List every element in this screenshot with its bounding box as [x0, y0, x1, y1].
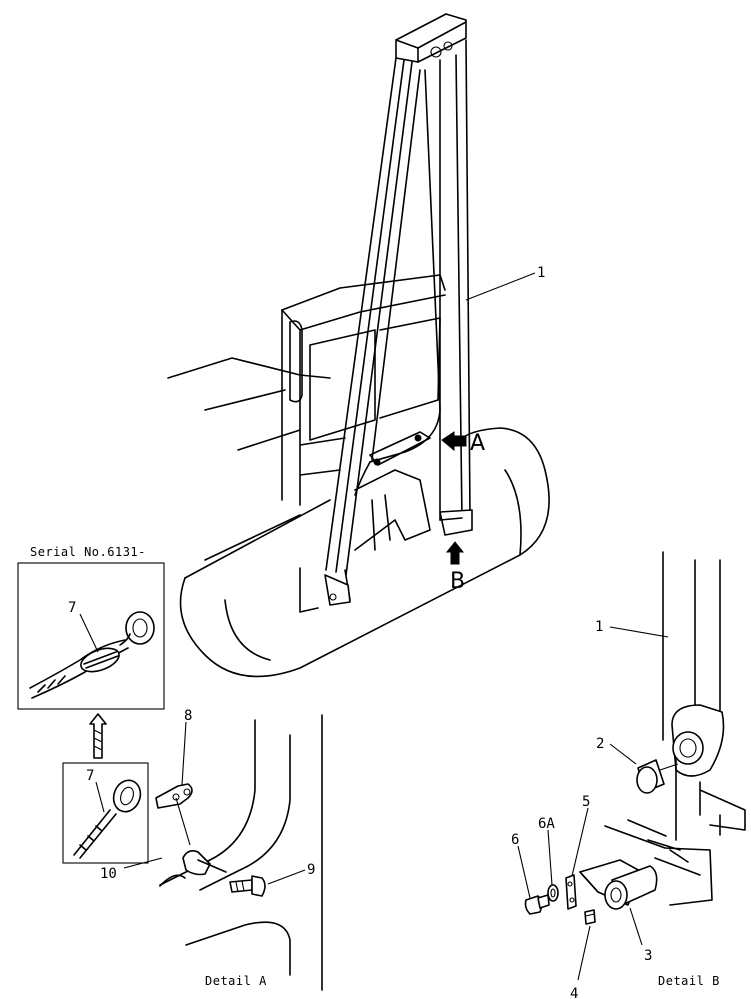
- callout-3: 3: [644, 948, 652, 964]
- detail-b: [524, 551, 746, 925]
- callout-6: 6: [511, 832, 519, 848]
- arrow-b-label: B: [450, 569, 465, 594]
- callout-7-bottom: 7: [86, 768, 94, 784]
- detail-b-caption: Detail B: [658, 974, 720, 988]
- serial-caption: Serial No.6131-: [30, 545, 146, 559]
- wire-rope-old: [73, 779, 142, 859]
- callout-5: 5: [582, 794, 590, 810]
- inset-old-box: [62, 762, 149, 864]
- callout-8: 8: [184, 708, 192, 724]
- callout-6a: 6A: [538, 816, 555, 832]
- callout-10: 10: [100, 866, 117, 882]
- rops-frame: [324, 13, 473, 606]
- up-arrow-icon: [89, 713, 107, 759]
- detail-a-caption: Detail A: [205, 974, 267, 988]
- arrow-b: B: [445, 541, 465, 594]
- detail-a: [155, 714, 323, 991]
- machine-body: [167, 274, 550, 678]
- callout-4: 4: [570, 986, 578, 999]
- callout-7-top: 7: [68, 600, 76, 616]
- arrow-a: A: [441, 431, 485, 456]
- inset-serial-box: [17, 562, 165, 710]
- callout-1-detail-b: 1: [595, 619, 603, 635]
- callout-9: 9: [307, 862, 315, 878]
- wire-rope-new: [29, 611, 155, 699]
- arrow-a-label: A: [470, 431, 485, 456]
- callout-1-main: 1: [537, 265, 545, 281]
- callout-2: 2: [596, 736, 604, 752]
